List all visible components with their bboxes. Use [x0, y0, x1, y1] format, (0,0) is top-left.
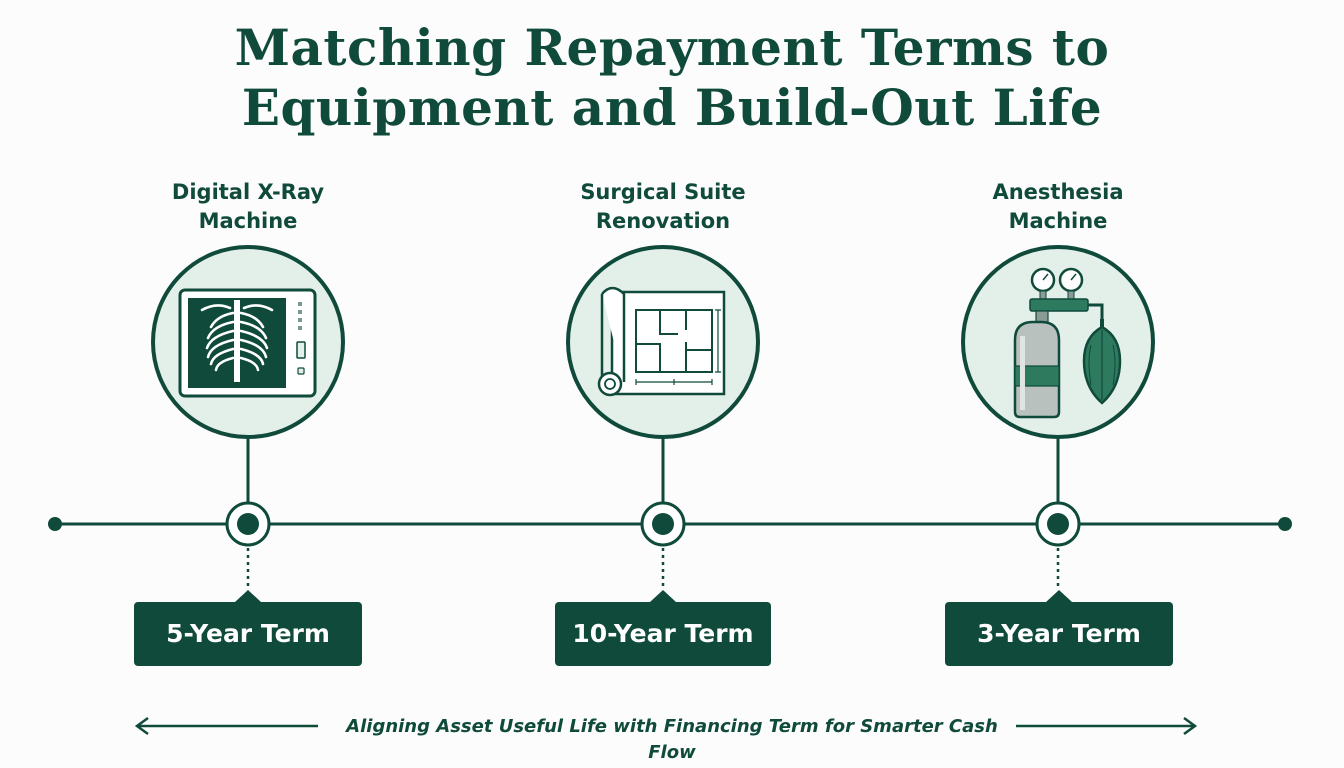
asset-label-line-2: Machine [198, 209, 298, 233]
asset-label-line-1: Surgical Suite [580, 180, 746, 204]
page-title: Matching Repayment Terms to Equipment an… [0, 18, 1344, 138]
timeline-start-dot [48, 517, 62, 531]
blueprint-icon [597, 286, 726, 397]
timeline-node-anesthesia [1035, 501, 1081, 547]
term-box-anesthesia: 3-Year Term [945, 590, 1173, 666]
asset-label-line-1: Anesthesia [992, 180, 1124, 204]
title-line-2: Equipment and Build-Out Life [241, 78, 1103, 137]
timeline-node-xray [225, 501, 271, 547]
x-ray-machine-icon [178, 288, 317, 398]
asset-label-line-1: Digital X-Ray [171, 180, 325, 204]
caption-arrow-left-icon [134, 716, 318, 736]
asset-label-line-2: Renovation [595, 209, 731, 233]
term-box-suite: 10-Year Term [555, 590, 771, 666]
anesthesia-machine-icon [1013, 267, 1122, 419]
caption: Aligning Asset Useful Life with Financin… [346, 716, 998, 763]
caption-arrow-right-icon [1016, 716, 1198, 736]
asset-label-anesthesia: Anesthesia Machine [928, 178, 1188, 236]
term-box-xray: 5-Year Term [134, 590, 362, 666]
title-line-1: Matching Repayment Terms to [234, 18, 1110, 77]
asset-label-xray: Digital X-Ray Machine [118, 178, 378, 236]
timeline-node-suite [640, 501, 686, 547]
timeline-end-dot [1278, 517, 1292, 531]
asset-label-suite: Surgical Suite Renovation [533, 178, 793, 236]
asset-label-line-2: Machine [1008, 209, 1108, 233]
